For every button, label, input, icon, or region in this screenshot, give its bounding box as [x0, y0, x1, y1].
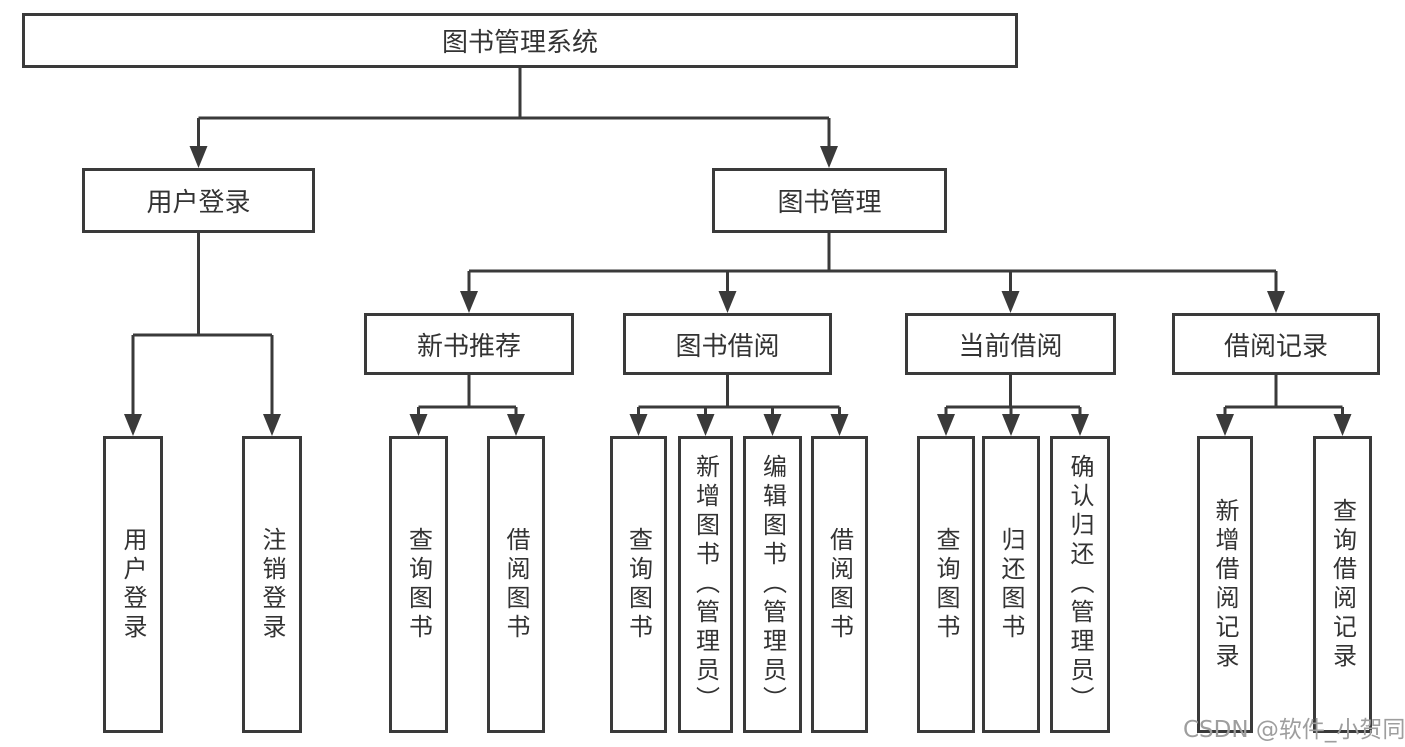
- leaf-borrow-books-borrow-label: 借阅图书: [825, 526, 854, 643]
- leaf-borrow-books-recommend: 借阅图书: [487, 436, 545, 733]
- node-current-borrow: 当前借阅: [905, 313, 1116, 375]
- node-book-borrow-label: 图书借阅: [675, 331, 780, 362]
- leaf-add-borrow-record: 新增借阅记录: [1197, 436, 1253, 733]
- leaf-query-borrow-record: 查询借阅记录: [1313, 436, 1372, 733]
- leaf-query-books-borrow: 查询图书: [610, 436, 667, 733]
- leaf-return-books-label: 归还图书: [997, 526, 1025, 643]
- node-book-management-label: 图书管理: [777, 188, 882, 218]
- node-book-management: 图书管理: [712, 168, 947, 233]
- leaf-query-books-current-label: 查询图书: [932, 526, 960, 643]
- leaf-logout: 注销登录: [242, 436, 302, 733]
- leaf-borrow-books-borrow: 借阅图书: [811, 436, 868, 733]
- node-borrow-records-label: 借阅记录: [1223, 331, 1328, 362]
- leaf-query-borrow-record-label: 查询借阅记录: [1328, 497, 1357, 672]
- connector-new-book-to-leaves: [417, 375, 518, 415]
- leaf-add-borrow-record-label: 新增借阅记录: [1211, 497, 1239, 672]
- connector-borrow-records-to-leaves: [1223, 375, 1344, 415]
- leaf-add-books-admin-label: 新增图书（管理员）: [691, 454, 720, 715]
- leaf-borrow-books-recommend-label: 借阅图书: [502, 526, 530, 643]
- node-root-label: 图书管理系统: [441, 28, 598, 58]
- connector-root-to-level2: [197, 68, 831, 147]
- leaf-confirm-return-admin: 确认归还（管理员）: [1050, 436, 1110, 733]
- node-user-login-label: 用户登录: [146, 188, 251, 218]
- leaf-query-books-borrow-label: 查询图书: [624, 526, 653, 643]
- leaf-query-books-recommend-label: 查询图书: [404, 526, 433, 643]
- connector-book-mgmt-to-level3: [467, 233, 1278, 292]
- node-root: 图书管理系统: [22, 13, 1018, 68]
- node-new-book-recommend: 新书推荐: [364, 313, 574, 375]
- connector-book-borrow-to-leaves: [637, 375, 841, 415]
- leaf-return-books: 归还图书: [982, 436, 1040, 733]
- leaf-confirm-return-admin-label: 确认归还（管理员）: [1066, 454, 1094, 715]
- leaf-add-books-admin: 新增图书（管理员）: [678, 436, 733, 733]
- watermark-text: CSDN @软件_小贺同学: [1183, 717, 1405, 743]
- node-borrow-records: 借阅记录: [1172, 313, 1380, 375]
- node-user-login: 用户登录: [82, 168, 315, 233]
- leaf-query-books-current: 查询图书: [917, 436, 975, 733]
- leaf-edit-books-admin: 编辑图书（管理员）: [743, 436, 802, 733]
- arrowheads: [124, 146, 1352, 436]
- leaf-logout-label: 注销登录: [258, 526, 286, 643]
- node-book-borrow: 图书借阅: [623, 313, 832, 375]
- node-new-book-recommend-label: 新书推荐: [416, 331, 521, 362]
- node-current-borrow-label: 当前借阅: [958, 331, 1063, 362]
- leaf-user-login: 用户登录: [103, 436, 163, 733]
- connector-current-borrow-to-leaves: [944, 375, 1082, 415]
- connector-user-login-to-leaves: [131, 233, 274, 415]
- leaf-user-login-label: 用户登录: [119, 526, 147, 643]
- leaf-edit-books-admin-label: 编辑图书（管理员）: [758, 454, 787, 715]
- leaf-query-books-recommend: 查询图书: [389, 436, 448, 733]
